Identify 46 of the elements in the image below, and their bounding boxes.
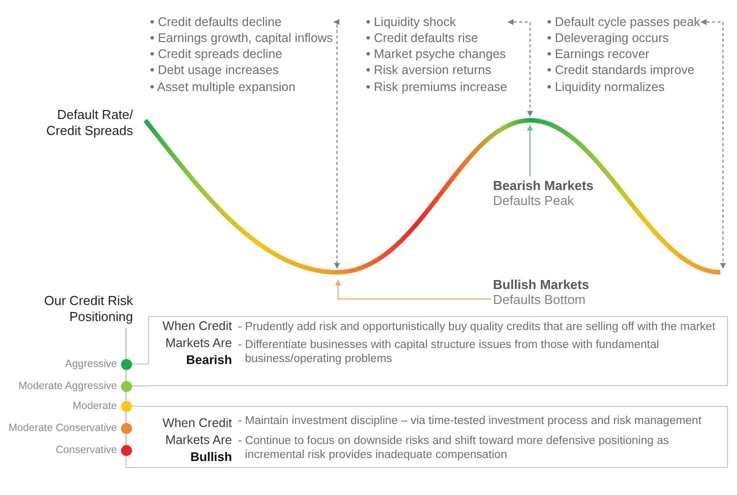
bullet-text: • Asset multiple expansion xyxy=(150,78,296,95)
bullet-text: • Deleveraging occurs xyxy=(547,30,670,46)
bullet-text: - Differentiate businesses with capital structure issues from those with fundamental business/operating problems xyxy=(238,338,660,366)
phase-subtitle: Defaults Peak xyxy=(493,192,575,208)
bullet-text: • Earnings recover xyxy=(547,46,650,62)
connector-line xyxy=(126,455,136,468)
risk-level-label: Aggressive xyxy=(65,357,117,371)
bullet-text: • Credit standards improve xyxy=(547,62,696,79)
info-panel xyxy=(136,406,728,468)
risk-level-dot xyxy=(120,422,132,434)
bullet-text: • Credit defaults decline xyxy=(150,14,283,30)
phase-heading: Bullish Markets xyxy=(493,276,590,292)
risk-level-dot xyxy=(120,380,132,392)
bullet-text: • Liquidity normalizes xyxy=(547,78,666,95)
risk-level-dot xyxy=(120,400,132,412)
bullet-text: • Debt usage increases xyxy=(150,62,280,79)
bullet-text: • Market psyche changes xyxy=(366,46,507,62)
bullet-text: • Credit spreads decline xyxy=(150,46,284,62)
phase-heading: Bearish Markets xyxy=(493,178,594,192)
arrow xyxy=(527,124,533,177)
default-rate-curve xyxy=(142,118,722,274)
phase-subtitle: Defaults Bottom xyxy=(493,292,586,306)
bullet-text: - Continue to focus on downside risks and shift toward more defensive positioning as incremental risk provides inadequate compensation xyxy=(238,434,670,462)
bullet-text: - Maintain investment discipline – via time-tested investment process and risk management xyxy=(238,414,702,428)
scale-heading: Our Credit Risk Positioning xyxy=(43,292,133,326)
bullet-text: • Risk aversion returns xyxy=(366,62,492,79)
risk-level-label: Moderate Aggressive xyxy=(18,379,117,393)
curve-label: Default Rate/ Credit Spreads xyxy=(45,106,133,140)
panel-heading: When Credit Markets Are Bullish xyxy=(162,414,232,466)
arrow xyxy=(335,280,492,300)
bullet-text: • Earnings growth, capital inflows xyxy=(150,30,333,46)
risk-level-dot xyxy=(120,358,132,370)
bullet-text: • Credit defaults rise xyxy=(366,30,480,46)
bullet-text: - Prudently add risk and opportunistically buy quality credits that are selling off with the market xyxy=(238,320,716,334)
risk-level-label: Moderate Conservative xyxy=(8,421,117,435)
risk-level-label: Conservative xyxy=(56,443,117,457)
bullet-text: • Liquidity shock xyxy=(366,14,457,30)
risk-level-label: Moderate xyxy=(72,399,117,413)
dashed-double-arrow xyxy=(333,19,340,269)
bullet-text: • Risk premiums increase xyxy=(366,78,508,95)
bullet-text: • Default cycle passes peak xyxy=(547,14,700,30)
dashed-double-arrow xyxy=(700,19,726,269)
dashed-double-arrow xyxy=(508,19,533,117)
info-panel xyxy=(148,316,728,386)
panel-heading: When Credit Markets Are Bearish xyxy=(162,318,232,369)
risk-level-dot xyxy=(120,444,132,456)
